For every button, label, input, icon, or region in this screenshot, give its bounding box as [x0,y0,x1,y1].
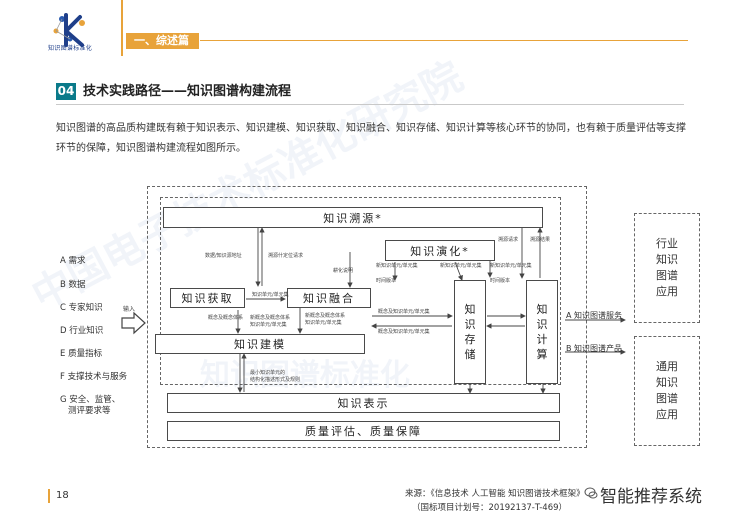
label-unit-set-1: 知识单元/单元集 [252,292,289,298]
wechat-icon [584,487,598,499]
logo-text: 知识图谱标准化 [48,45,93,52]
box-acquisition: 知识获取 [170,288,245,308]
label-minimal-unit: 最小知识单元的 [250,370,286,376]
intro-paragraph: 知识图谱的高品质构建既有赖于知识表示、知识建模、知识获取、知识融合、知识存储、知… [56,123,686,154]
label-new-unit-1: 新知识单元/单元集 [376,263,418,269]
input-arrow-label: 输入 [123,306,136,313]
page-number: 18 [56,490,69,501]
brand-name: 智能推荐系统 [600,487,702,507]
box-evolution: 知识演化* [385,240,495,261]
input-arrow [121,311,146,335]
inner-dashed-frame [160,197,561,385]
source-line-1: 来源：《信息技术 人工智能 知识图谱技术框架》 [405,489,585,499]
box-modeling: 知识建模 [155,334,365,354]
box-storage: 知识存储 [454,280,486,384]
input-c: C 专家知识 [60,303,103,313]
label-unit-set-2: 知识单元/单元集 [250,322,287,328]
input-d: D 行业知识 [60,326,104,336]
section-tag: 一、综述篇 [126,33,199,49]
section-number: 04 [56,83,76,100]
label-unit-set-3: 知识单元/单元集 [305,320,342,326]
input-a: A 需求 [60,256,86,266]
footer-divider [48,489,50,503]
label-concept-unit-2: 概念及知识单元/单元集 [378,329,430,335]
header-rule [200,40,688,41]
label-concept-unit-1: 概念及知识单元/单元集 [378,309,430,315]
output-service: A 知识图谱服务 [566,311,623,320]
box-industry-app: 行业知识图谱应用 [634,213,700,323]
box-traceability: 知识溯源* [163,207,543,228]
section-title: 技术实践路径——知识图谱构建流程 [83,84,292,99]
input-g-cont: 测评要求等 [68,406,111,416]
input-b: B 数据 [60,280,86,290]
box-computing: 知识计算 [526,280,558,384]
label-new-concept-1: 新概念及概念体系 [250,315,291,321]
box-general-app: 通用知识图谱应用 [634,336,700,446]
label-trace-req: 溯源请求 [498,237,519,243]
box-fusion: 知识融合 [287,288,371,308]
label-trace-result: 溯源结果 [530,237,551,243]
label-new-concept-2: 新概念及概念体系 [305,313,346,319]
outer-dashed-frame [147,186,587,448]
box-quality: 质量评估、质量保障 [167,421,560,441]
label-struct-form: 结构化描述形式及规则 [250,377,301,383]
label-change-log: 耕化说明 [333,268,354,274]
output-product: B 知识图谱产品 [566,344,623,353]
label-new-unit-2: 新知识单元/单元集 [440,263,482,269]
source-line-2: （国标项目计划号：20192137-T-469） [412,503,568,513]
label-concept-sys-1: 概念及概念体系 [208,315,244,321]
label-data-kb: 数据/知识源地址 [205,253,242,259]
label-new-unit-3: 新知识单元/单元集 [490,263,532,269]
header-divider [121,0,123,56]
label-history-1: 时间版本 [376,278,397,284]
logo-icon [53,13,85,47]
input-f: F 支撑技术与服务 [60,372,128,382]
label-source-req: 溯源什定位请求 [268,253,304,259]
input-g: G 安全、监管、 [60,395,121,405]
box-representation: 知识表示 [167,393,560,413]
section-rule [56,104,684,105]
label-history-2: 时间版本 [490,278,511,284]
input-e: E 质量指标 [60,349,103,359]
